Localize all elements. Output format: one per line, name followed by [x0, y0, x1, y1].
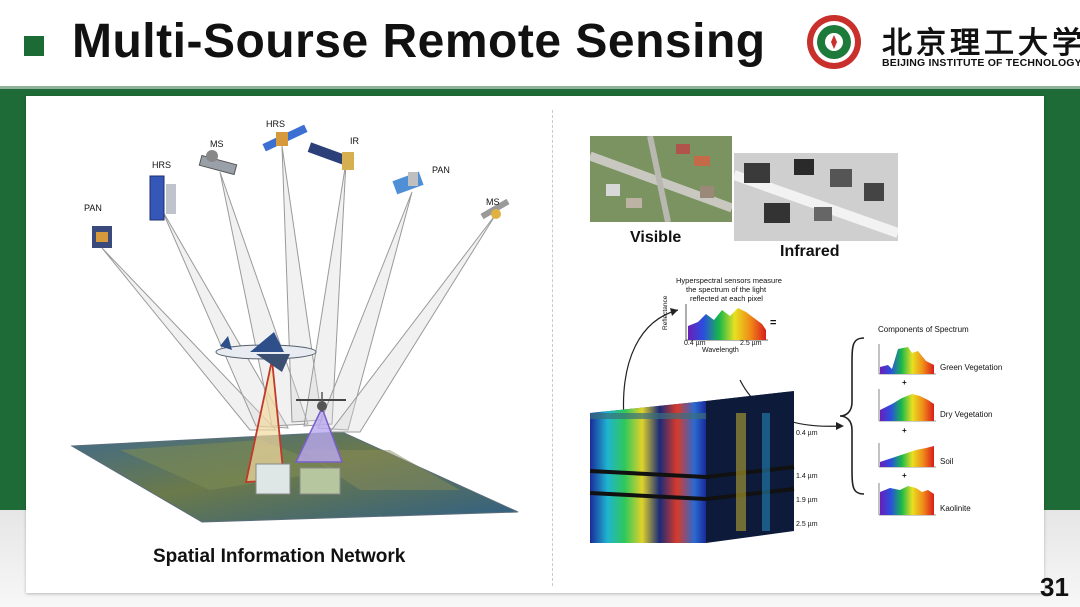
panel-divider — [552, 110, 553, 586]
page-number: 31 — [1040, 572, 1069, 602]
component-spectrum-soil — [878, 443, 936, 468]
wl-min-label: 0.4 µm — [684, 340, 706, 347]
university-name-chinese: 北京理工大学 — [882, 26, 1080, 61]
main-spectrum — [685, 304, 768, 341]
plus-sign: + — [902, 426, 907, 435]
components-brace — [839, 337, 865, 495]
component-label: Kaolinite — [940, 504, 971, 513]
slide-title: Multi-Sourse Remote Sensing — [72, 15, 766, 68]
hyperspectral-note-line: reflected at each pixel — [690, 294, 763, 303]
title-bullet-square — [24, 36, 44, 56]
component-spectrum-green-vegetation — [878, 344, 936, 375]
satellite-pan-2-icon — [392, 171, 424, 195]
component-label: Dry Vegetation — [940, 410, 993, 419]
slide-header: Multi-Sourse Remote Sensing 北京理工大学 BEIJI… — [0, 0, 1080, 86]
cube-tick-label: 0.4 µm — [796, 430, 818, 437]
component-spectrum-dry-vegetation — [878, 389, 936, 422]
hyperspectral-note-line: the spectrum of the light — [686, 285, 767, 294]
wavelength-axis-label: Wavelength — [702, 347, 739, 354]
cube-tick-label: 1.4 µm — [796, 473, 818, 480]
component-label: Green Vegetation — [940, 363, 1003, 372]
spatial-network-figure — [70, 124, 519, 523]
infrared-label: Infrared — [780, 243, 840, 260]
satellite-label: PAN — [84, 203, 102, 213]
university-seal-icon — [807, 15, 861, 69]
uav-icon — [296, 392, 346, 412]
satellite-label: MS — [486, 197, 500, 207]
visible-image — [590, 136, 732, 222]
satellite-ms-1-icon — [198, 150, 238, 176]
cube-tick-label: 1.9 µm — [796, 497, 818, 504]
left-figure-caption: Spatial Information Network — [153, 546, 406, 567]
component-label: Soil — [940, 457, 954, 466]
band-top-line — [0, 86, 1080, 89]
plus-sign: + — [902, 471, 907, 480]
satellite-label: PAN — [432, 165, 450, 175]
satellite-hrs-1-icon — [149, 175, 176, 221]
satellite-hrs-2-icon — [262, 124, 308, 152]
satellite-label: MS — [210, 139, 224, 149]
visible-label: Visible — [630, 229, 682, 246]
hyperspectral-note-line: Hyperspectral sensors measure — [676, 276, 782, 285]
satellite-pan-1-icon — [92, 226, 112, 248]
satellite-label: HRS — [152, 160, 172, 170]
satellite-ms-2-icon — [480, 198, 510, 220]
component-spectrum-kaolinite — [878, 483, 936, 516]
university-name-english: BEIJING INSTITUTE OF TECHNOLOGY — [882, 57, 1080, 69]
hyperspectral-cube — [589, 391, 795, 543]
wl-max-label: 2.5 µm — [740, 340, 762, 347]
plus-sign: + — [902, 378, 907, 387]
equals-sign: = — [770, 317, 777, 329]
uav-beam — [294, 406, 344, 463]
infrared-image — [734, 153, 898, 241]
cube-tick-label: 2.5 µm — [796, 521, 818, 528]
ground-map — [70, 431, 519, 523]
satellite-label: HRS — [266, 119, 286, 129]
satellite-label: IR — [350, 136, 359, 146]
components-title: Components of Spectrum — [878, 325, 969, 334]
aircraft-icon — [215, 332, 317, 372]
satellite-ir-icon — [307, 142, 355, 170]
